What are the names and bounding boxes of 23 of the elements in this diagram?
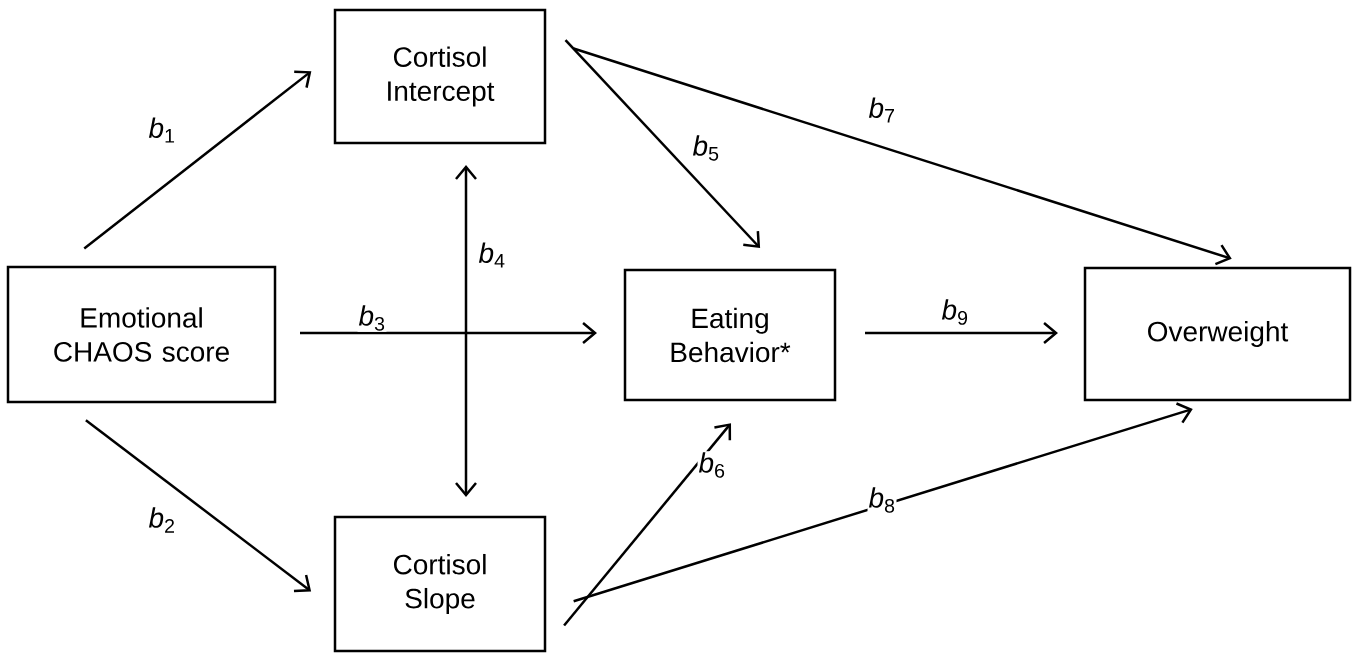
arrow: [563, 423, 732, 627]
box: Cortisol Slope: [333, 515, 547, 653]
arrow: [83, 70, 312, 250]
arrow: [573, 402, 1193, 603]
arrow: [300, 322, 597, 344]
edge-label: b$_{5}$: [691, 134, 721, 162]
arrow: [455, 165, 477, 497]
box: Cortisol Intercept: [333, 8, 547, 145]
edge-label: b$_{6}$: [697, 451, 727, 479]
edge-label: b$_{8}$: [867, 486, 897, 514]
box: Eating Behavior*: [623, 268, 837, 402]
edge-label: b$_{3}$: [357, 304, 387, 332]
box: Emotional CHAOS score: [6, 265, 277, 404]
edge-label: b$_{7}$: [867, 96, 897, 124]
box: Overweight: [1083, 266, 1352, 402]
edge-label: b$_{9}$: [940, 298, 970, 326]
edge-label: b$_{4}$: [477, 241, 507, 269]
arrow: [573, 47, 1232, 266]
edge-label: b$_{2}$: [147, 506, 177, 534]
arrow: [564, 39, 761, 249]
arrow: [85, 419, 312, 593]
edge-label: b$_{1}$: [147, 116, 177, 144]
arrow: [865, 322, 1058, 344]
